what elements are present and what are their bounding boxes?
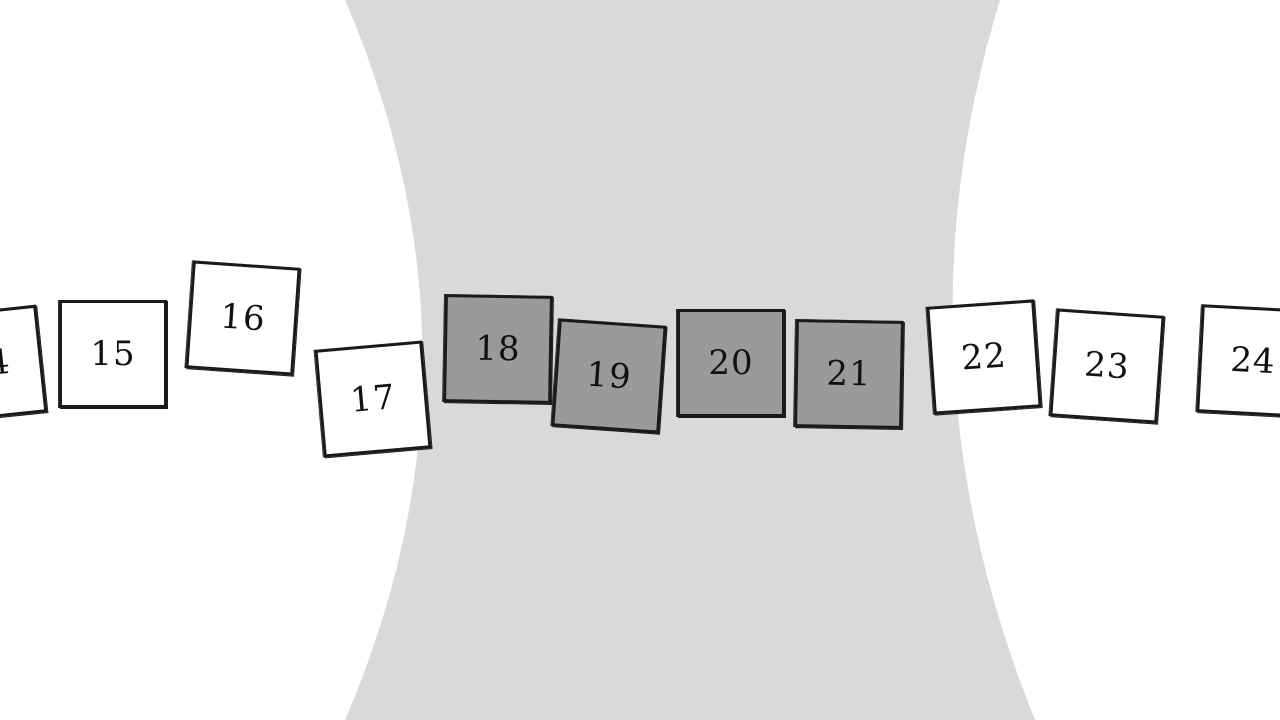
card-label: 17 [348,377,398,421]
card-label: 20 [708,343,754,383]
card-label: 22 [960,335,1008,379]
card-label: 14 [0,341,13,387]
card-18[interactable]: 18 [443,294,553,404]
card-label: 16 [219,296,267,340]
card-label: 23 [1083,344,1131,388]
card-22[interactable]: 22 [926,299,1042,415]
card-15[interactable]: 15 [59,300,167,408]
card-label: 21 [826,353,872,395]
card-19[interactable]: 19 [551,318,667,434]
card-17[interactable]: 17 [314,340,432,458]
card-21[interactable]: 21 [794,319,904,429]
card-23[interactable]: 23 [1049,308,1165,424]
card-24[interactable]: 24 [1196,304,1280,418]
card-label: 18 [475,328,521,370]
card-label: 24 [1229,339,1277,383]
card-16[interactable]: 16 [185,260,301,376]
card-label: 19 [585,354,633,398]
card-label: 15 [90,334,136,374]
card-20[interactable]: 20 [677,309,785,417]
